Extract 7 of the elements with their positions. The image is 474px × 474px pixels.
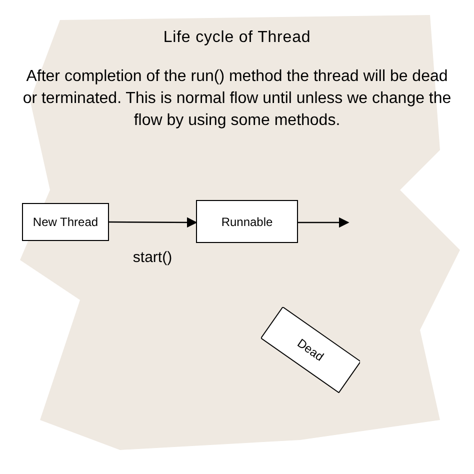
description-paragraph: After completion of the run() method the thread will be dead or terminated. This is normal flow until unless we change the flow by using some methods. — [22, 67, 452, 131]
edge-label: start() — [132, 248, 172, 268]
state-box: Runnable — [196, 200, 298, 243]
arrow — [298, 217, 350, 228]
state-box: New Thread — [22, 203, 109, 241]
arrow — [109, 217, 198, 228]
title: Life cycle of Thread — [163, 28, 311, 48]
